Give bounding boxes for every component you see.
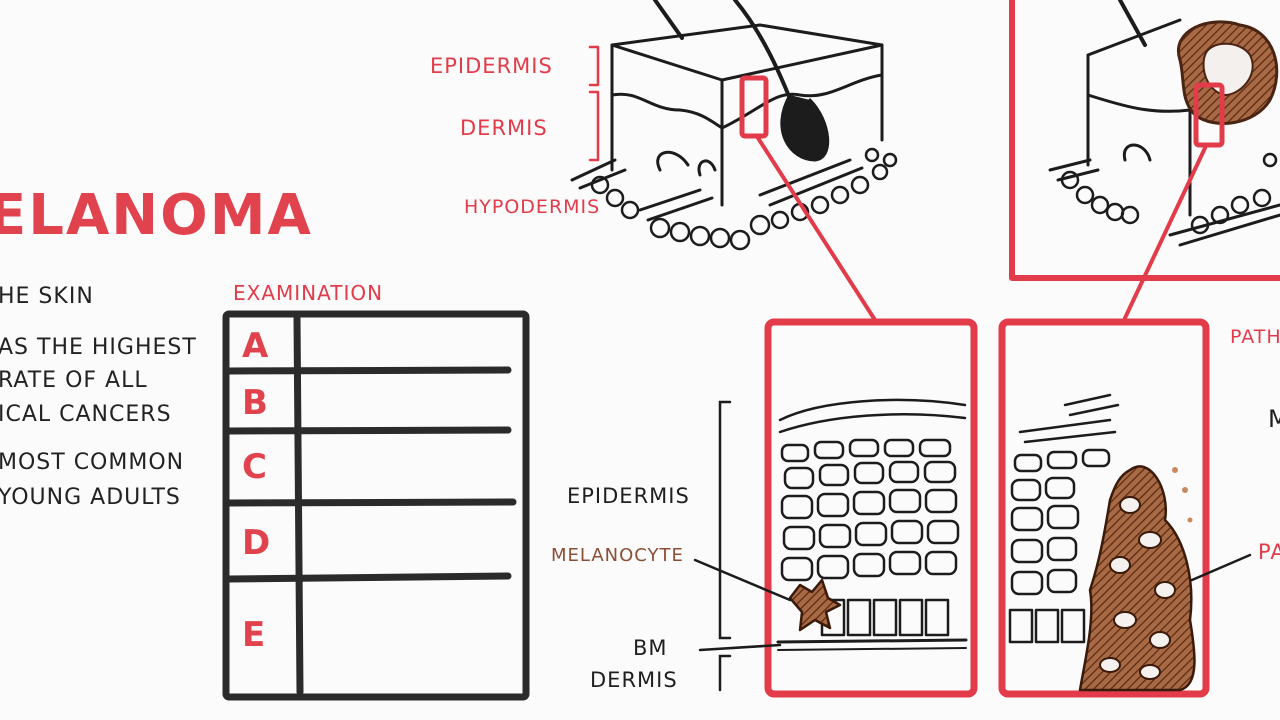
bullet-text: AS THE HIGHEST	[0, 331, 197, 365]
label-epidermis: EPIDERMIS	[430, 54, 553, 78]
abcde-letter: A	[242, 326, 268, 366]
bullet-text: HE SKIN	[0, 280, 94, 314]
label-bm: BM	[633, 636, 668, 660]
skin-block-diagram	[572, 0, 896, 320]
examination-table	[226, 314, 526, 697]
melanoma-histology-box	[1002, 322, 1206, 694]
label-histology-epidermis: EPIDERMIS	[567, 484, 690, 508]
examination-heading: EXAMINATION	[233, 281, 383, 305]
bullet-text: YOUNG ADULTS	[0, 481, 181, 515]
abcde-letter: C	[242, 447, 267, 487]
abcde-letter: B	[242, 383, 268, 423]
abcde-letter: E	[242, 615, 265, 655]
abcde-letter: D	[242, 523, 270, 563]
label-pa-cutoff: PA	[1258, 540, 1280, 564]
melanoma-skin-block	[1012, 0, 1280, 318]
page-title: ELANOMA	[0, 183, 313, 248]
bullet-text: MOST COMMON	[0, 446, 184, 480]
label-melanocyte: MELANOCYTE	[551, 545, 684, 566]
bullet-text: RATE OF ALL	[0, 364, 148, 398]
label-dermis: DERMIS	[460, 116, 548, 140]
label-histology-dermis: DERMIS	[590, 668, 678, 692]
label-m-cutoff: M	[1268, 405, 1280, 433]
label-hypodermis: HYPODERMIS	[464, 196, 600, 218]
label-path-cutoff: PATH	[1230, 326, 1280, 348]
bullet-text: ICAL CANCERS	[0, 398, 172, 432]
normal-histology-box	[768, 322, 974, 694]
